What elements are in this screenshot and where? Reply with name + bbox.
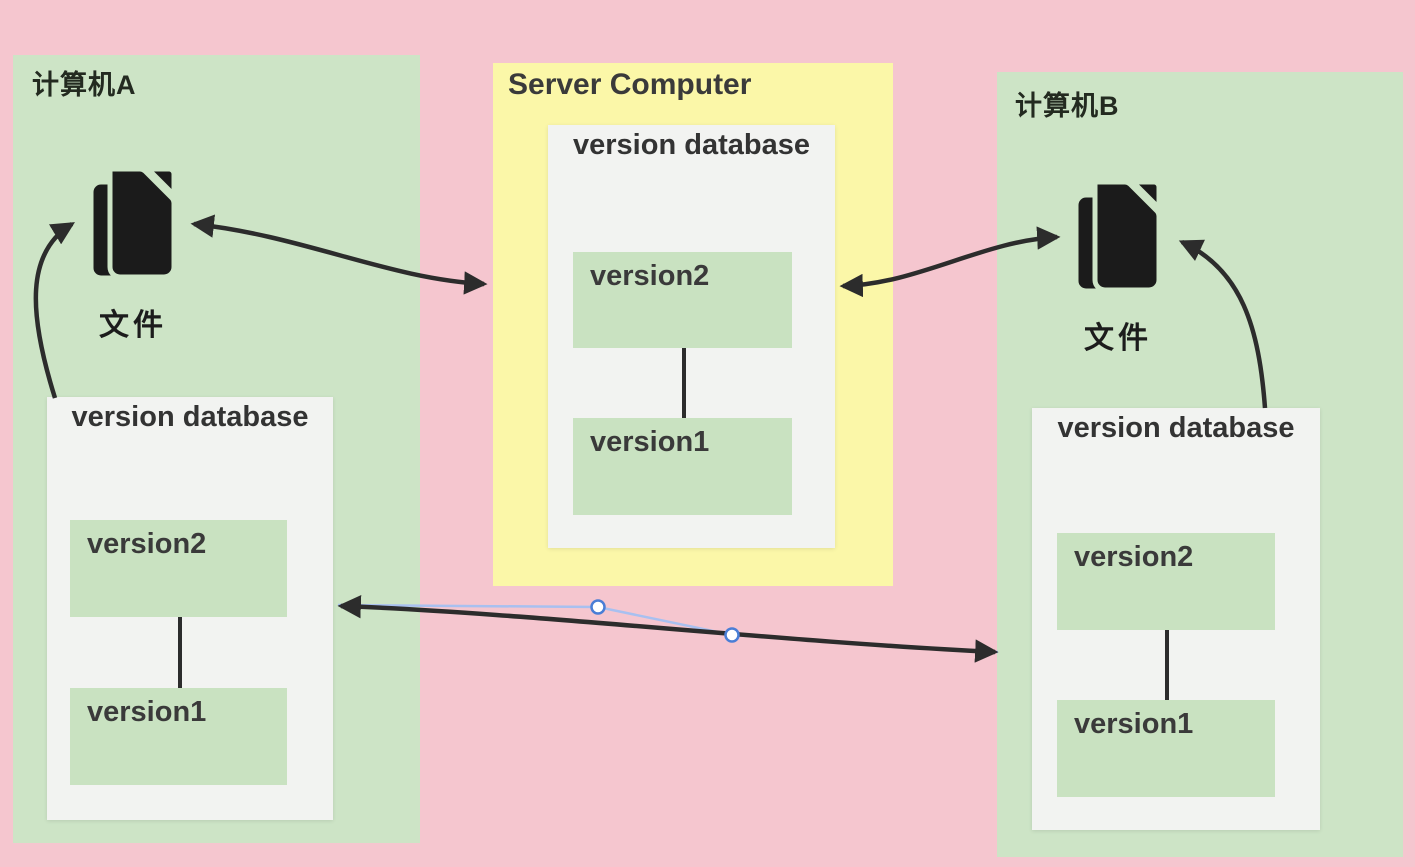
- connector-edit-handle-2[interactable]: [724, 627, 740, 643]
- file-copy-icon[interactable]: [88, 167, 178, 280]
- computer-b-version-database[interactable]: version database version2 version1: [1032, 408, 1320, 830]
- arrow-sync-database-a-b-selected[interactable]: [337, 595, 999, 663]
- server-computer-title: Server Computer: [508, 68, 752, 101]
- selected-connector-guide-line: [337, 603, 999, 654]
- server-database-title: version database: [573, 129, 810, 161]
- computer-b-version1-box[interactable]: version1: [1057, 700, 1275, 797]
- server-version-database[interactable]: version database version2 version1: [548, 125, 835, 548]
- computer-a-file-label: 文件: [99, 309, 167, 342]
- computer-a-version2-box[interactable]: version2: [70, 520, 287, 617]
- file-copy-icon[interactable]: [1073, 180, 1163, 293]
- computer-b-database-title: version database: [1057, 412, 1295, 444]
- computer-a-panel[interactable]: 计算机A 文件 version database version2 versio…: [13, 55, 420, 843]
- computer-b-title: 计算机B: [1015, 91, 1120, 121]
- computer-a-version1-box[interactable]: version1: [70, 688, 287, 785]
- server-computer-panel[interactable]: Server Computer version database version…: [493, 63, 893, 586]
- server-version1-box[interactable]: version1: [573, 418, 792, 515]
- computer-a-title: 计算机A: [32, 70, 137, 100]
- server-version-link-line: [682, 348, 686, 418]
- connector-edit-handle-1[interactable]: [590, 599, 606, 615]
- computer-b-version-link-line: [1165, 630, 1169, 700]
- computer-a-version-link-line: [178, 617, 182, 688]
- computer-b-panel[interactable]: 计算机B 文件 version database version2 versio…: [997, 72, 1403, 857]
- computer-a-database-title: version database: [71, 401, 309, 433]
- computer-b-file-label: 文件: [1084, 322, 1152, 355]
- computer-b-version2-box[interactable]: version2: [1057, 533, 1275, 630]
- computer-a-version-database[interactable]: version database version2 version1: [47, 397, 333, 820]
- server-version2-box[interactable]: version2: [573, 252, 792, 348]
